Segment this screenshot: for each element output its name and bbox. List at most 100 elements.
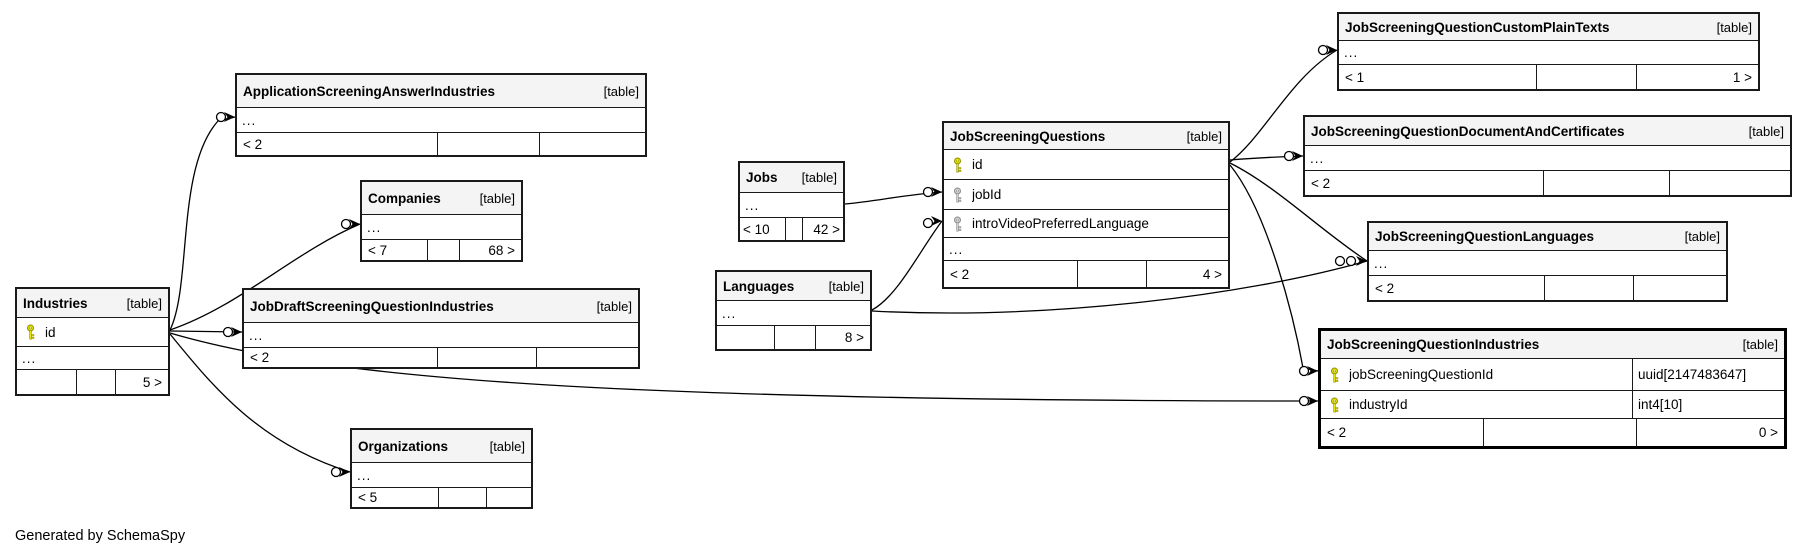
- parents-degree: [1668, 171, 1790, 195]
- table-job-screening-question-languages[interactable]: JobScreeningQuestionLanguages [table] ..…: [1367, 221, 1728, 302]
- table-companies[interactable]: Companies [table] ... < 7 68 >: [360, 180, 523, 262]
- degree-row: 8 >: [717, 325, 870, 349]
- degree-spacer: [436, 133, 539, 155]
- column-row-id[interactable]: id: [944, 149, 1228, 179]
- table-languages[interactable]: Languages [table] ... 8 >: [715, 270, 872, 351]
- foreign-key-icon: [952, 216, 963, 232]
- table-name: Companies: [368, 190, 441, 206]
- degree-row: < 2: [1369, 275, 1726, 300]
- children-degree: < 7: [368, 242, 388, 258]
- degree-spacer: [75, 370, 115, 394]
- parents-degree: [486, 488, 531, 507]
- column-type: int4[10]: [1632, 391, 1784, 418]
- ellipsis-row: ...: [717, 300, 870, 325]
- table-job-screening-questions[interactable]: JobScreeningQuestions [table] id jobId i…: [942, 121, 1230, 289]
- degree-row: < 1 1 >: [1339, 64, 1758, 89]
- primary-key-icon: [25, 324, 36, 340]
- ellipsis-row: ...: [1339, 40, 1758, 64]
- parents-degree: 1 >: [1636, 65, 1758, 89]
- column-name: id: [972, 157, 983, 172]
- table-header[interactable]: JobDraftScreeningQuestionIndustries [tab…: [244, 290, 638, 322]
- table-header[interactable]: JobScreeningQuestionDocumentAndCertifica…: [1305, 117, 1790, 145]
- column-row-introvideopreferredlanguage[interactable]: introVideoPreferredLanguage: [944, 209, 1228, 237]
- table-header[interactable]: Languages [table]: [717, 272, 870, 300]
- column-type: uuid[2147483647]: [1632, 359, 1784, 390]
- parents-degree: 5 >: [115, 370, 168, 394]
- table-organizations[interactable]: Organizations [table] ... < 5: [350, 428, 533, 509]
- edge-jobscreeningquestions-to-customplaintexts: [1229, 49, 1338, 163]
- table-header[interactable]: Jobs [table]: [740, 163, 843, 192]
- table-tag: [table]: [126, 295, 162, 311]
- table-header[interactable]: Companies [table]: [362, 182, 521, 214]
- generated-by-note: Generated by SchemaSpy: [15, 528, 186, 544]
- table-tag: [table]: [1186, 128, 1222, 144]
- edge-industries-to-companies: [169, 223, 361, 331]
- degree-row: < 2 4 >: [944, 260, 1228, 287]
- parents-degree: [1633, 276, 1726, 300]
- column-row-id[interactable]: id: [17, 317, 168, 346]
- parents-degree: 42 >: [801, 218, 843, 240]
- table-tag: [table]: [489, 438, 525, 454]
- column-name: jobId: [972, 187, 1002, 202]
- children-degree: < 2: [1311, 175, 1331, 191]
- degree-row: 5 >: [17, 369, 168, 394]
- table-header[interactable]: Organizations [table]: [352, 430, 531, 462]
- table-jobs[interactable]: Jobs [table] ... < 10 42 >: [738, 161, 845, 242]
- ellipsis-row: ...: [1305, 145, 1790, 170]
- column-name: id: [45, 324, 56, 340]
- ellipsis-row: ...: [237, 107, 645, 132]
- degree-row: < 10 42 >: [740, 217, 843, 240]
- children-degree: < 2: [1327, 425, 1347, 440]
- ellipsis-row: ...: [362, 214, 521, 239]
- primary-key-icon: [1329, 397, 1340, 413]
- column-name: jobScreeningQuestionId: [1349, 367, 1494, 382]
- table-job-screening-question-document-and-certificates[interactable]: JobScreeningQuestionDocumentAndCertifica…: [1303, 115, 1792, 197]
- degree-row: < 2: [244, 347, 638, 367]
- table-tag: [table]: [479, 190, 515, 206]
- column-row-industryid[interactable]: industryId int4[10]: [1321, 390, 1784, 418]
- table-name: JobScreeningQuestions: [950, 128, 1106, 144]
- edge-industries-to-applicationscreeninganswerindustries: [169, 116, 236, 331]
- children-degree: [17, 370, 76, 394]
- column-row-jobid[interactable]: jobId: [944, 179, 1228, 209]
- children-degree: < 5: [358, 490, 378, 505]
- table-job-screening-question-custom-plain-texts[interactable]: JobScreeningQuestionCustomPlainTexts [ta…: [1337, 12, 1760, 91]
- degree-spacer: [437, 348, 536, 367]
- table-header[interactable]: JobScreeningQuestionIndustries [table]: [1321, 331, 1784, 358]
- table-job-screening-question-industries[interactable]: JobScreeningQuestionIndustries [table] j…: [1318, 328, 1787, 449]
- degree-spacer: [785, 218, 801, 240]
- table-job-draft-screening-question-industries[interactable]: JobDraftScreeningQuestionIndustries [tab…: [242, 288, 640, 369]
- table-header[interactable]: Industries [table]: [17, 289, 168, 317]
- column-row-jobscreeningquestionid[interactable]: jobScreeningQuestionId uuid[2147483647]: [1321, 358, 1784, 390]
- table-name: Languages: [723, 278, 795, 294]
- table-header[interactable]: JobScreeningQuestionCustomPlainTexts [ta…: [1339, 14, 1758, 40]
- table-application-screening-answer-industries[interactable]: ApplicationScreeningAnswerIndustries [ta…: [235, 73, 647, 157]
- table-tag: [table]: [603, 83, 639, 99]
- ellipsis-row: ...: [740, 192, 843, 217]
- table-header[interactable]: JobScreeningQuestionLanguages [table]: [1369, 223, 1726, 250]
- column-name: introVideoPreferredLanguage: [972, 216, 1149, 231]
- children-degree: < 2: [243, 136, 263, 152]
- children-degree: < 2: [950, 266, 970, 282]
- edge-languages-to-jobscreeningquestions: [871, 220, 943, 311]
- degree-spacer: [427, 240, 459, 260]
- table-name: Industries: [23, 295, 88, 311]
- degree-spacer: [773, 326, 815, 349]
- children-degree: < 2: [250, 350, 270, 365]
- table-industries[interactable]: Industries [table] id ... 5 >: [15, 287, 170, 396]
- children-degree: < 2: [1375, 280, 1395, 296]
- table-header[interactable]: ApplicationScreeningAnswerIndustries [ta…: [237, 75, 645, 107]
- ellipsis-row: ...: [352, 462, 531, 487]
- table-name: JobScreeningQuestionIndustries: [1327, 337, 1540, 352]
- edge-jobscreeningquestions-to-documentandcertificates: [1229, 155, 1304, 161]
- degree-spacer: [1542, 171, 1669, 195]
- degree-spacer: [437, 488, 486, 507]
- degree-spacer: [1535, 65, 1637, 89]
- table-header[interactable]: JobScreeningQuestions [table]: [944, 123, 1228, 149]
- edge-jobscreeningquestions-to-industries-junction: [1229, 164, 1319, 372]
- edge-languages-to-jobscreeningquestionlanguages: [871, 260, 1368, 314]
- degree-row: < 2 0 >: [1321, 418, 1784, 446]
- edge-industries-to-organizations: [169, 333, 351, 473]
- children-degree: < 10: [743, 221, 770, 237]
